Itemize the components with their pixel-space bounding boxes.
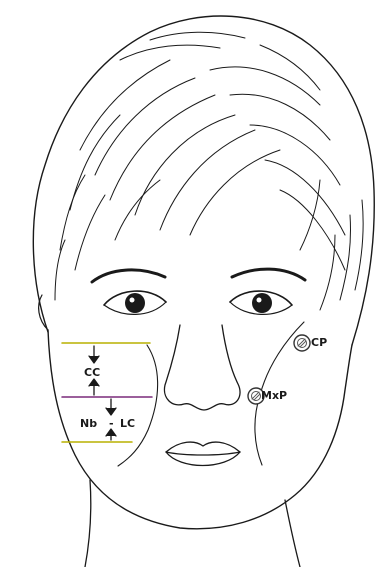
left-eyebrow	[92, 270, 165, 282]
left-ear	[39, 295, 48, 330]
lc-label: LC	[120, 418, 135, 429]
neck-right	[285, 500, 300, 567]
cp-point-marker	[294, 335, 310, 351]
right-eyebrow	[232, 269, 305, 280]
nose	[164, 325, 240, 410]
cp-label: CP	[311, 337, 327, 348]
cheek-contour-left	[118, 345, 158, 466]
nb-label: Nb	[80, 418, 97, 429]
left-eye	[104, 291, 166, 314]
hair-outline	[33, 16, 374, 345]
mouth	[166, 442, 240, 465]
mxp-label: MxP	[261, 390, 287, 401]
cc-label: CC	[84, 367, 100, 378]
dash-label: -	[109, 418, 114, 429]
neck-left	[85, 480, 91, 567]
hair-strands	[55, 32, 363, 310]
right-eye	[230, 291, 292, 314]
